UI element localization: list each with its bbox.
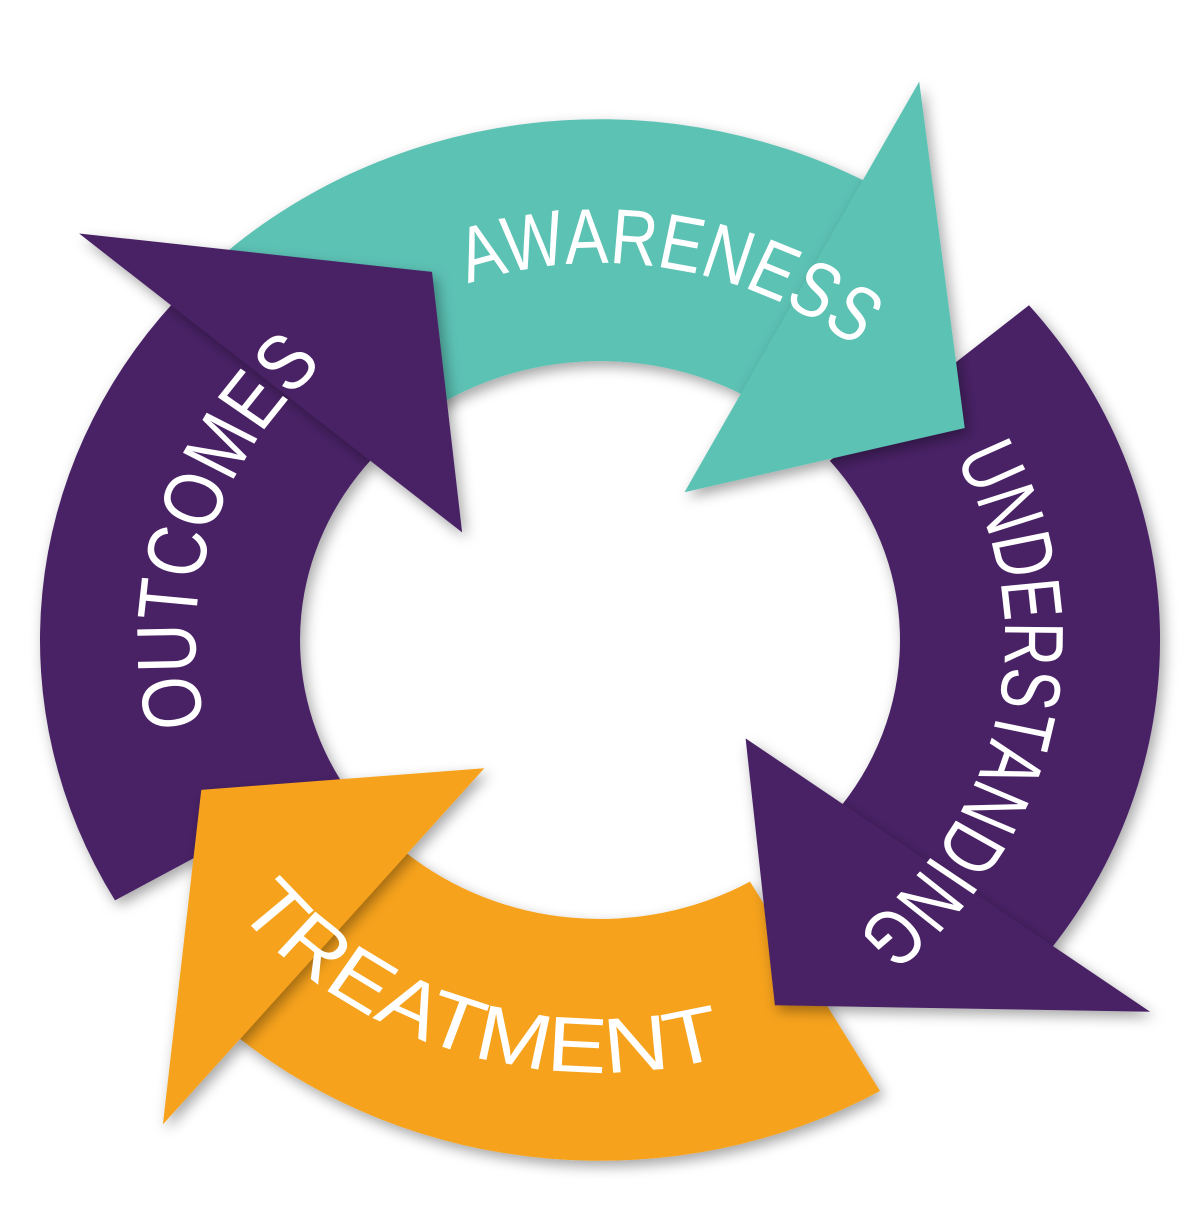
arrow-body-understanding	[829, 305, 1161, 950]
arrow-head-treatment	[162, 768, 485, 1125]
arrow-body-treatment	[236, 852, 881, 1161]
arrow-head-understanding	[745, 738, 1151, 1012]
arrow-body-outcomes	[39, 301, 372, 901]
arrow-head-awareness	[684, 81, 965, 493]
